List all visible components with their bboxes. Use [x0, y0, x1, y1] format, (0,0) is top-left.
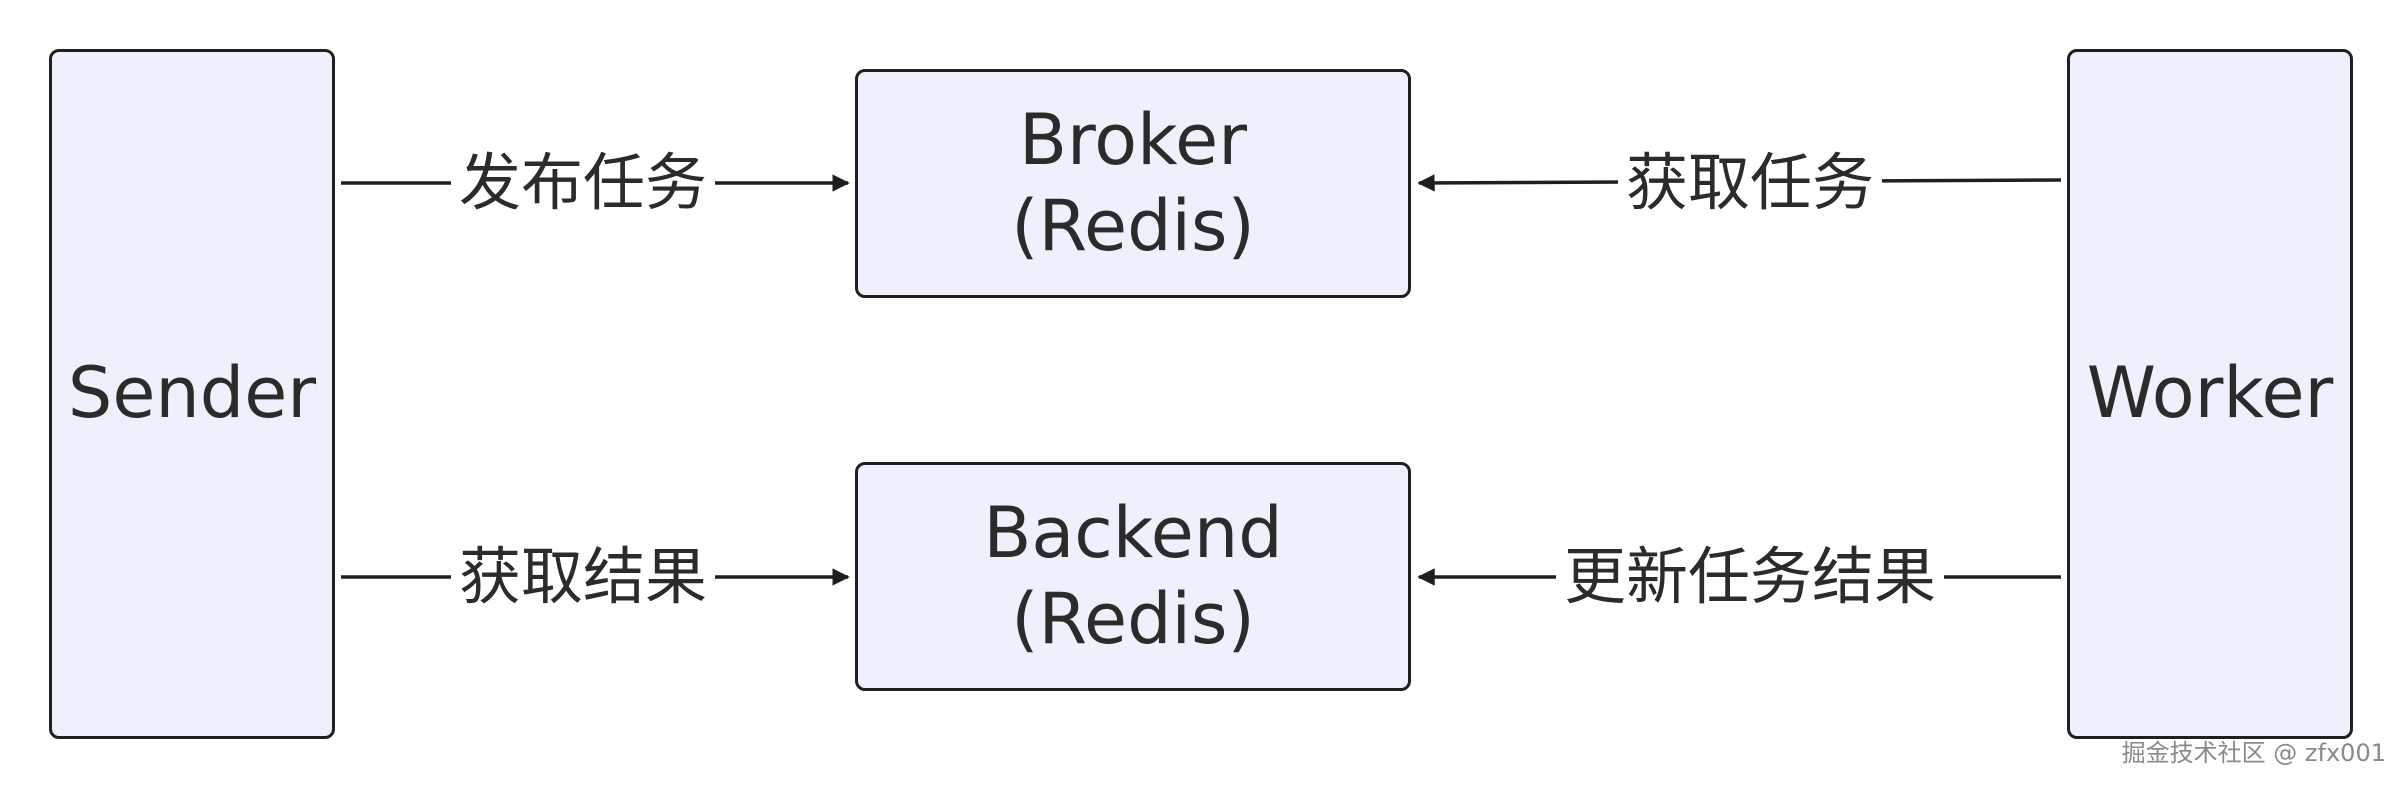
broker-label: Broker [1019, 99, 1247, 182]
edge-label-update-result: 更新任务结果 [1555, 546, 1945, 608]
worker-label: Worker [2086, 352, 2334, 435]
edge-label-fetch-result: 获取结果 [450, 546, 716, 608]
backend-label: Backend [983, 492, 1283, 575]
worker-node: Worker [2067, 49, 2353, 739]
backend-node: Backend (Redis) [855, 462, 1411, 691]
sender-node: Sender [49, 49, 335, 739]
backend-sublabel: (Redis) [1011, 577, 1255, 660]
watermark: 掘金技术社区 @ zfx001 [2121, 739, 2386, 767]
sender-label: Sender [67, 352, 317, 435]
edge-label-fetch-task: 获取任务 [1617, 152, 1883, 214]
broker-sublabel: (Redis) [1011, 184, 1255, 267]
broker-node: Broker (Redis) [855, 69, 1411, 298]
edge-label-publish-task: 发布任务 [450, 152, 716, 214]
